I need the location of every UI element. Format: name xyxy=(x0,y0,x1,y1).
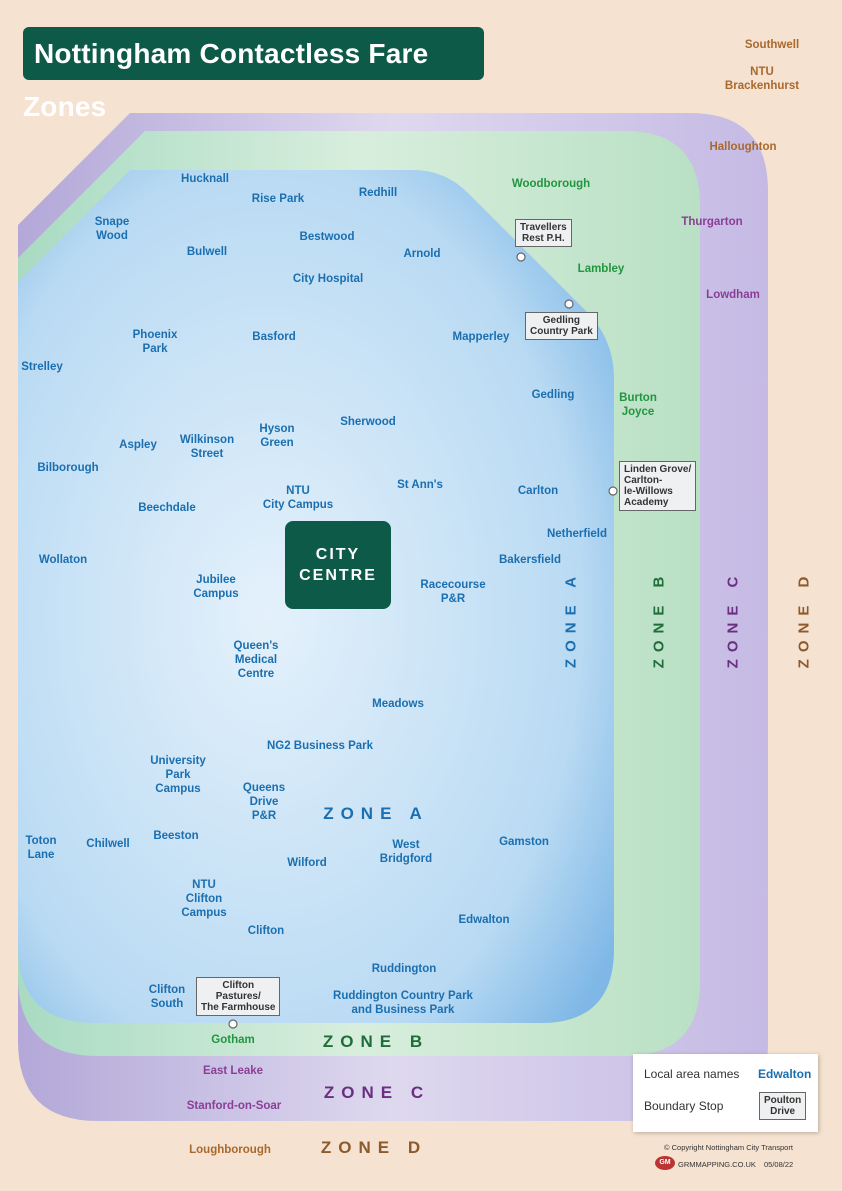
place-label: Wilford xyxy=(287,857,327,869)
place-label: Queen's Medical Centre xyxy=(233,640,279,680)
place-label: Sherwood xyxy=(340,416,396,428)
place-label: Halloughton xyxy=(709,141,777,153)
boundary-stop-marker xyxy=(516,252,526,262)
page-title: Nottingham Contactless Fare Zones xyxy=(23,27,484,122)
legend-local-area-label: Local area names xyxy=(644,1067,740,1081)
place-label: University Park Campus xyxy=(150,755,206,795)
place-label: Bakersfield xyxy=(498,554,562,566)
boundary-stop-travellers-rest: Travellers Rest P.H. xyxy=(515,219,572,247)
place-label: Hyson Green xyxy=(259,423,295,449)
zone-b-vertical-label: ZONE B xyxy=(650,569,668,669)
place-label: Ruddington xyxy=(371,963,437,975)
place-label: Woodborough xyxy=(511,178,591,190)
place-label: Gedling xyxy=(531,389,575,401)
zone-c-vertical-label: ZONE C xyxy=(724,569,742,669)
place-label: Gotham xyxy=(211,1034,255,1046)
place-label: West Bridgford xyxy=(379,839,433,865)
place-label: Ruddington Country Park and Business Par… xyxy=(333,990,473,1016)
zone-c-label: ZONE C xyxy=(323,1083,431,1102)
place-label: Phoenix Park xyxy=(132,329,178,355)
place-label: Snape Wood xyxy=(94,216,130,242)
copyright: © Copyright Nottingham City Transport xyxy=(664,1143,793,1152)
place-label: Clifton South xyxy=(148,984,186,1010)
place-label: Loughborough xyxy=(189,1144,271,1156)
boundary-stop-clifton-pastures: Clifton Pastures/ The Farmhouse xyxy=(196,977,281,1016)
zone-a-label: ZONE A xyxy=(323,804,429,823)
zone-d-label: ZONE D xyxy=(320,1138,428,1157)
place-label: Lowdham xyxy=(706,289,760,301)
footer-site: GRMMAPPING.CO.UK xyxy=(678,1160,756,1169)
boundary-stop-linden-grove: Linden Grove/ Carlton- le-Willows Academ… xyxy=(619,461,697,511)
place-label: Gamston xyxy=(499,836,549,848)
place-label: Wollaton xyxy=(38,554,88,566)
place-label: East Leake xyxy=(202,1065,264,1077)
place-label: Netherfield xyxy=(546,528,608,540)
place-label: Toton Lane xyxy=(25,835,57,861)
boundary-stop-marker xyxy=(608,486,618,496)
place-label: Aspley xyxy=(119,439,157,451)
place-label: Clifton xyxy=(247,925,285,937)
place-label: Wilkinson Street xyxy=(179,434,235,460)
place-label: NTU City Campus xyxy=(262,485,334,511)
place-label: Burton Joyce xyxy=(619,392,657,418)
city-centre-box: CITY CENTRE xyxy=(285,521,391,609)
boundary-stop-marker xyxy=(564,299,574,309)
place-label: Beeston xyxy=(153,830,199,842)
place-label: Redhill xyxy=(358,187,398,199)
place-label: Southwell xyxy=(744,39,800,51)
place-label: Bilborough xyxy=(37,462,99,474)
place-label: Stanford-on-Soar xyxy=(186,1100,282,1112)
place-label: Mapperley xyxy=(452,331,510,343)
place-label: Racecourse P&R xyxy=(420,579,486,605)
place-label: Basford xyxy=(252,331,296,343)
logo: GM xyxy=(655,1156,675,1170)
place-label: Chilwell xyxy=(86,838,130,850)
zone-d-vertical-label: ZONE D xyxy=(795,569,813,669)
boundary-stop-marker xyxy=(228,1019,238,1029)
legend: Local area names Edwalton Boundary Stop … xyxy=(633,1054,818,1132)
place-label: Jubilee Campus xyxy=(193,574,239,600)
place-label: Queens Drive P&R xyxy=(242,782,286,822)
place-label: Strelley xyxy=(21,361,63,373)
place-label: Arnold xyxy=(403,248,441,260)
place-label: Carlton xyxy=(517,485,559,497)
place-label: St Ann's xyxy=(397,479,443,491)
place-label: Thurgarton xyxy=(681,216,743,228)
place-label: Bulwell xyxy=(186,246,228,258)
boundary-stop-gedling-country-park: Gedling Country Park xyxy=(525,312,598,340)
place-label: Bestwood xyxy=(299,231,355,243)
place-label: Meadows xyxy=(372,698,424,710)
place-label: NTU Clifton Campus xyxy=(181,879,227,919)
place-label: City Hospital xyxy=(292,273,364,285)
place-label: Lambley xyxy=(577,263,625,275)
zone-b-label: ZONE B xyxy=(322,1032,430,1051)
legend-boundary-label: Boundary Stop xyxy=(644,1099,724,1113)
place-label: Beechdale xyxy=(138,502,196,514)
place-label: Edwalton xyxy=(458,914,510,926)
legend-boundary-example: Poulton Drive xyxy=(759,1092,807,1120)
zone-a-vertical-label: ZONE A xyxy=(562,569,580,669)
legend-local-area-example: Edwalton xyxy=(758,1067,812,1081)
place-label: NG2 Business Park xyxy=(266,740,374,752)
place-label: Rise Park xyxy=(251,193,305,205)
footer-date: 05/08/22 xyxy=(764,1160,794,1169)
place-label: Hucknall xyxy=(181,173,229,185)
place-label: NTU Brackenhurst xyxy=(724,66,800,92)
